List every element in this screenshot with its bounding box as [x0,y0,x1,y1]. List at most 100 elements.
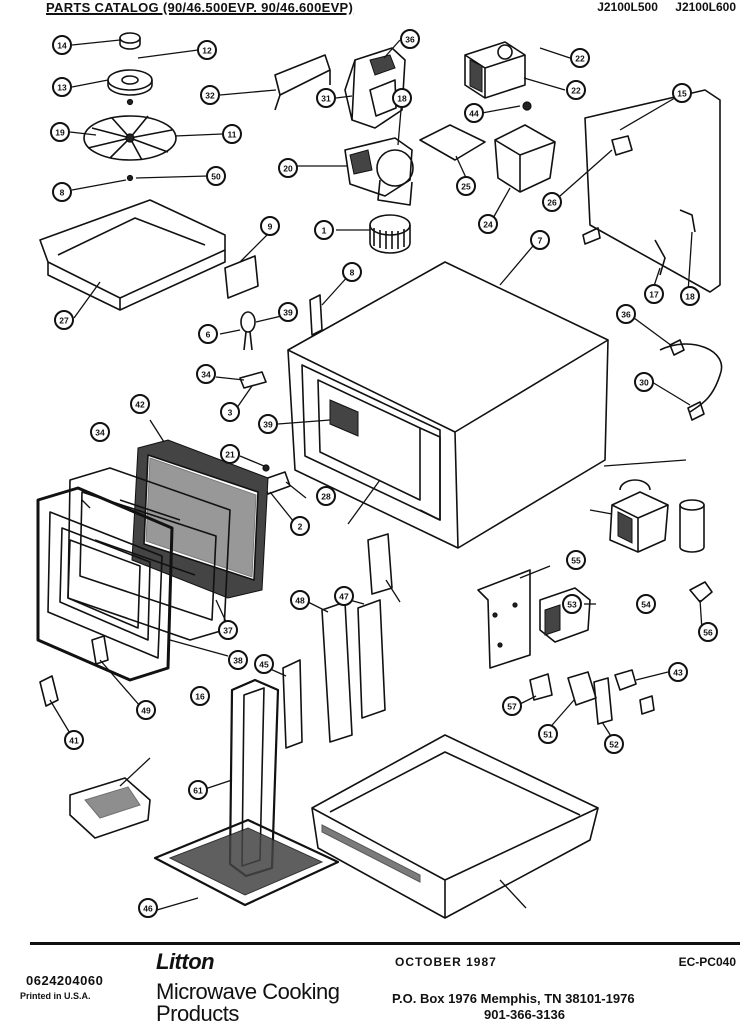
callout-61: 61 [188,780,208,800]
division-name-line1: Microwave Cooking [156,979,340,1004]
thermal-bracket [494,124,556,193]
catalog-title: PARTS CATALOG (90/46.500EVP. 90/46.600EV… [46,0,354,15]
blower-wheel [369,214,411,254]
callout-24: 24 [478,214,498,234]
callout-46: 46 [138,898,158,918]
door-frame [36,486,174,682]
callout-circle [316,486,336,506]
callout-20: 20 [278,158,298,178]
air-duct [344,47,406,129]
company-phone: 901-366-3136 [484,1007,565,1022]
callout-14: 14 [52,35,72,55]
callout-number: 38 [233,656,243,666]
callout-50: 50 [206,166,226,186]
callout-circle [530,230,550,250]
secondary-interlock-switch [567,671,597,706]
exploded-parts-diagram: 1412131911850363118321522224425242620179… [36,29,723,919]
callout-circle [278,158,298,178]
catalog-date: OCTOBER 1987 [395,955,497,969]
callout-circle [220,444,240,464]
callout-number: 54 [641,600,651,610]
latch-spring [91,635,109,665]
callout-number: 28 [321,492,331,502]
callout-number: 49 [141,706,151,716]
oven-lamp [240,311,256,351]
callout-number: 6 [206,330,211,340]
callout-circle [672,83,692,103]
callout-number: 55 [571,556,581,566]
callout-number: 44 [469,109,479,119]
nameplate [69,777,151,839]
callout-43: 43 [668,662,688,682]
callout-circle [636,594,656,614]
callout-circle [334,586,354,606]
callout-number: 1 [322,226,327,236]
callout-number: 32 [205,91,215,101]
callout-circle [316,88,336,108]
callout-circle [190,686,210,706]
callout-circle [400,29,420,49]
callout-circle [54,310,74,330]
callout-1: 1 [314,220,334,240]
callout-circle [456,176,476,196]
callout-number: 26 [547,198,557,208]
callout-circle [188,780,208,800]
callout-12: 12 [197,40,217,60]
callout-number: 22 [571,86,581,96]
oven-cabinet [287,261,609,549]
brand-logo: Litton [156,949,215,974]
callout-number: 3 [228,408,233,418]
callout-circle [198,324,218,344]
touch-control-unit [357,599,386,719]
callout-circle [206,166,226,186]
callout-3: 3 [220,402,240,422]
callout-number: 18 [397,94,407,104]
fan-pulley [107,69,153,96]
callout-number: 53 [567,600,577,610]
callout-number: 30 [639,378,649,388]
callout-49: 49 [136,700,156,720]
callout-22: 22 [570,48,590,68]
printed-in-note: Printed in U.S.A. [20,991,91,1001]
blower-motor [344,137,414,206]
callout-circle [668,662,688,682]
callout-circle [220,402,240,422]
company-address: P.O. Box 1976 Memphis, TN 38101-1976 [392,991,635,1006]
callout-number: 7 [538,236,543,246]
callout-number: 19 [55,128,65,138]
callout-circle [566,80,586,100]
callout-39: 39 [258,414,278,434]
callout-8: 8 [52,182,72,202]
callout-circle [566,550,586,570]
callout-11: 11 [222,124,242,144]
callout-37: 37 [218,620,238,640]
callout-7: 7 [530,230,550,250]
noise-filter [539,587,591,643]
callout-38: 38 [228,650,248,670]
callout-circle [52,77,72,97]
model-numbers: J2100L500 J2100L600 [583,0,736,14]
callout-circle [538,724,558,744]
hv-transformer [609,479,669,553]
callout-36: 36 [400,29,420,49]
door-latch [39,675,59,707]
callout-28: 28 [316,486,336,506]
document-code: EC-PC040 [678,955,736,969]
switch-lever [239,371,267,389]
callout-48: 48 [290,590,310,610]
callout-circle [570,48,590,68]
callout-39: 39 [278,302,298,322]
footer-rule [30,942,740,945]
lamp-socket [309,294,323,336]
model-number-b: J2100L600 [675,0,736,14]
callout-17: 17 [644,284,664,304]
callout-circle [680,286,700,306]
callout-number: 20 [283,164,293,174]
callout-circle [278,302,298,322]
callout-22: 22 [566,80,586,100]
callout-circle [254,654,274,674]
callout-circle [392,88,412,108]
callout-number: 25 [461,182,471,192]
callout-34: 34 [196,364,216,384]
